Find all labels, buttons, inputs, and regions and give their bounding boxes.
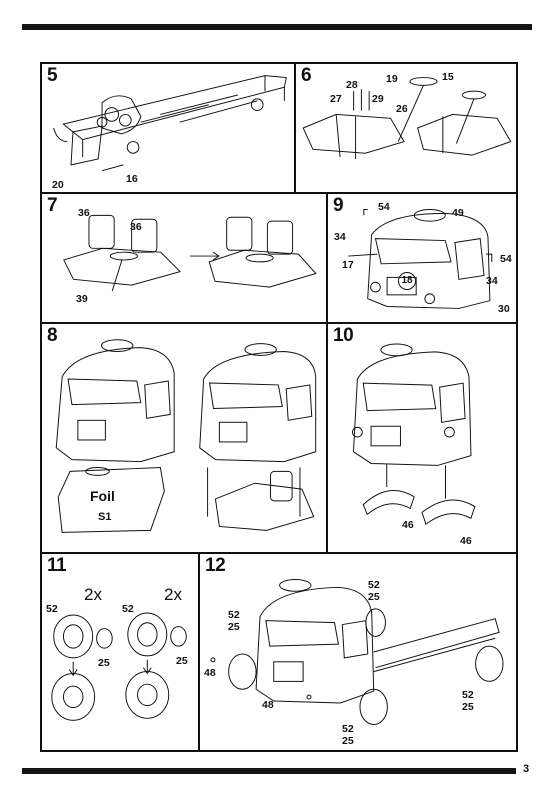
part-label: 25 bbox=[368, 591, 380, 603]
cab-fenders-illustration bbox=[351, 343, 476, 525]
part-label: 25 bbox=[342, 735, 354, 747]
step-6-panel: 6 28 27 29 19 15 26 bbox=[294, 62, 518, 194]
part-label: 19 bbox=[386, 73, 398, 85]
part-label: 34 bbox=[334, 231, 346, 243]
step-number: 9 bbox=[333, 195, 344, 216]
part-label: 48 bbox=[204, 667, 216, 679]
part-label: 52 bbox=[122, 603, 134, 615]
part-label: 48 bbox=[262, 699, 274, 711]
part-label: 25 bbox=[462, 701, 474, 713]
part-label: 15 bbox=[442, 71, 454, 83]
step-10-panel: 10 46 46 bbox=[326, 322, 518, 554]
cab-shell-illustration bbox=[348, 209, 493, 309]
step-5-panel: 5 20 16 bbox=[40, 62, 296, 194]
part-label: 34 bbox=[486, 275, 498, 287]
part-label: 25 bbox=[98, 657, 110, 669]
part-label: 52 bbox=[462, 689, 474, 701]
part-label: 29 bbox=[372, 93, 384, 105]
page-number: 3 bbox=[523, 763, 530, 775]
wheel-assembly-illustration bbox=[51, 612, 187, 721]
part-label: 54 bbox=[378, 201, 390, 213]
step-number: 10 bbox=[333, 325, 354, 346]
cab-foil-interior-illustration bbox=[55, 339, 317, 533]
quantity-label: 2x bbox=[164, 585, 182, 604]
part-label: 52 bbox=[342, 723, 354, 735]
part-label-circled: 18 bbox=[398, 272, 416, 290]
step-number: 6 bbox=[301, 65, 312, 86]
part-label: 20 bbox=[52, 179, 64, 191]
part-label: 49 bbox=[452, 207, 464, 219]
part-label: 30 bbox=[498, 303, 510, 315]
part-label: 16 bbox=[126, 173, 138, 185]
part-label: 52 bbox=[46, 603, 58, 615]
step-11-panel: 11 2x 2x 52 52 25 25 bbox=[40, 552, 200, 752]
step-number: 7 bbox=[47, 195, 58, 216]
step-number: 5 bbox=[47, 65, 58, 86]
part-label: 36 bbox=[130, 221, 142, 233]
instruction-grid: 5 20 16 6 28 27 29 19 15 26 bbox=[40, 62, 518, 752]
final-assembly-illustration bbox=[210, 578, 504, 726]
quantity-label: 2x bbox=[84, 585, 102, 604]
part-label: 46 bbox=[402, 519, 414, 531]
part-label: 26 bbox=[396, 103, 408, 115]
part-label: 25 bbox=[176, 655, 188, 667]
step-number: 12 bbox=[205, 555, 226, 576]
part-label: 27 bbox=[330, 93, 342, 105]
top-rule bbox=[22, 24, 532, 30]
part-label: 52 bbox=[228, 609, 240, 621]
part-label: 54 bbox=[500, 253, 512, 265]
part-label: 39 bbox=[76, 293, 88, 305]
seats-illustration bbox=[63, 214, 317, 292]
part-label: 28 bbox=[346, 79, 358, 91]
part-label: 52 bbox=[368, 579, 380, 591]
bottom-rule bbox=[22, 768, 516, 774]
step-9-panel: 9 54 49 34 17 18 34 54 30 bbox=[326, 192, 518, 324]
step-number: 8 bbox=[47, 325, 58, 346]
part-label: 25 bbox=[228, 621, 240, 633]
floor-steering-illustration bbox=[302, 77, 512, 160]
step-number: 11 bbox=[47, 555, 67, 576]
part-label: S1 bbox=[98, 511, 112, 523]
step-12-panel: 12 52 25 52 25 48 48 52 25 52 25 bbox=[198, 552, 518, 752]
step-8-panel: 8 Foil S1 bbox=[40, 322, 328, 554]
part-label: 46 bbox=[460, 535, 472, 547]
part-label: 36 bbox=[78, 207, 90, 219]
foil-label: Foil bbox=[90, 488, 115, 504]
chassis-engine-illustration bbox=[53, 75, 287, 172]
part-label: 17 bbox=[342, 259, 354, 271]
step-7-panel: 7 36 36 39 bbox=[40, 192, 328, 324]
